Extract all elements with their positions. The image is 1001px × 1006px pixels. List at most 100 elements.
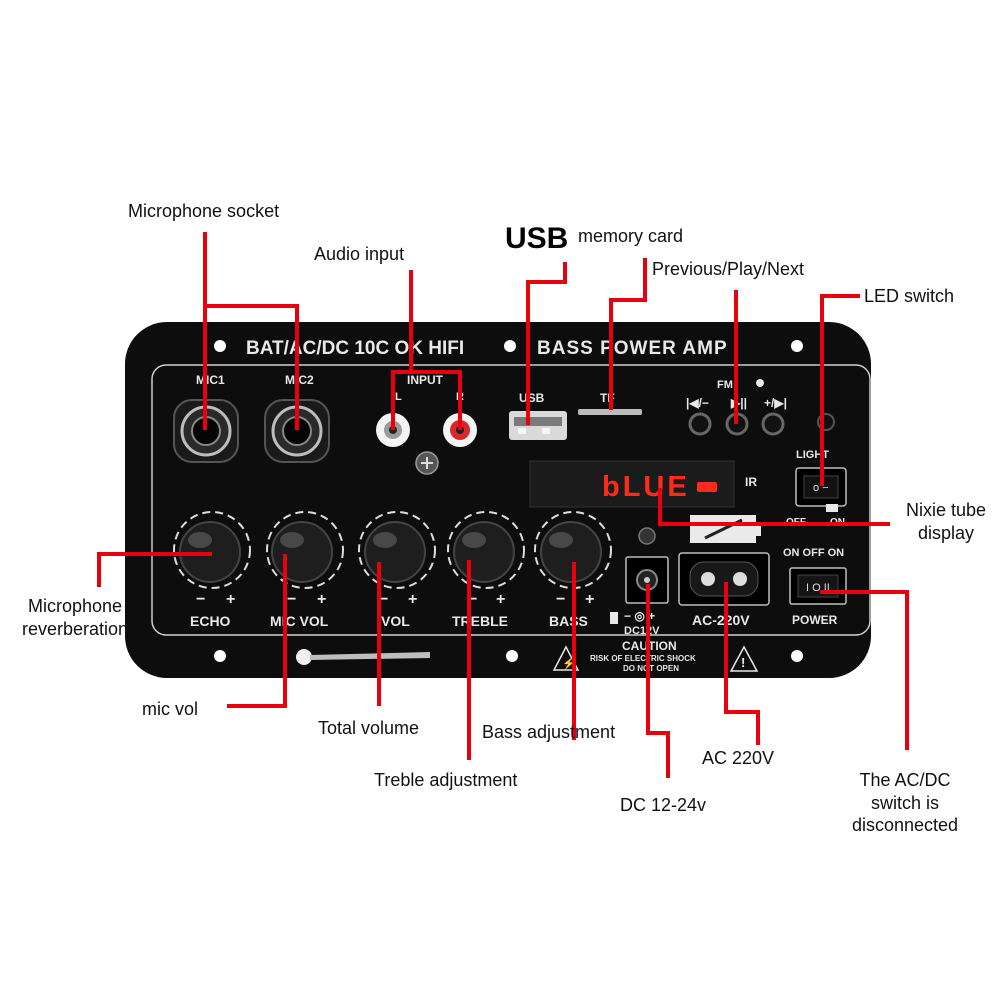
leader-mic-vol bbox=[227, 554, 287, 708]
battery-indicator-icon bbox=[697, 482, 717, 492]
callout-led-switch: LED switch bbox=[864, 286, 955, 306]
callout-mic-reverb: Microphone reverberation bbox=[10, 595, 140, 640]
svg-text:!: ! bbox=[741, 655, 745, 670]
bass-label: BASS bbox=[549, 613, 588, 629]
leader-acdc bbox=[820, 590, 909, 750]
dc-small-screw-icon bbox=[638, 527, 656, 545]
mic1-socket[interactable] bbox=[173, 399, 239, 463]
screw-hole-icon bbox=[506, 650, 518, 662]
play-pause-button-icon: ▶|| bbox=[730, 396, 747, 410]
callout-prev-play-next: Previous/Play/Next bbox=[652, 259, 805, 279]
mode-battery-icon bbox=[826, 504, 838, 512]
callout-usb: USB bbox=[505, 222, 569, 255]
nixie-display-text: bLUE bbox=[602, 471, 690, 503]
caution-subtext-2: DO NOT OPEN bbox=[623, 664, 679, 673]
screw-hole-icon bbox=[791, 340, 803, 352]
mode-switch-graphic bbox=[690, 515, 761, 543]
callout-mic-vol: mic vol bbox=[142, 699, 199, 719]
echo-label: ECHO bbox=[190, 613, 231, 629]
usb-port[interactable] bbox=[509, 411, 567, 440]
callout-acdc-line2: switch is bbox=[870, 792, 939, 813]
callout-microphone-socket: Microphone socket bbox=[128, 201, 280, 221]
caution-subtext-1: RISK OF ELECTRIC SHOCK bbox=[590, 654, 696, 663]
echo-minus: − bbox=[196, 591, 205, 608]
treble-label: TREBLE bbox=[452, 613, 508, 629]
leader-dc bbox=[646, 584, 670, 778]
callout-ac: AC 220V bbox=[702, 748, 775, 768]
panel-title-2: BASS POWER AMP bbox=[537, 338, 728, 359]
leader-lines bbox=[97, 232, 909, 778]
usb-port-label: USB bbox=[519, 391, 545, 405]
dc-polarity-icon: − ◎ + bbox=[624, 609, 655, 623]
panel-inner-border bbox=[151, 364, 871, 636]
callout-mic-reverb-line2: reverberation bbox=[21, 618, 129, 639]
echo-plus: + bbox=[226, 591, 235, 608]
bass-plus: + bbox=[585, 591, 594, 608]
light-label: LIGHT bbox=[796, 449, 829, 461]
callout-acdc-line1: The AC/DC bbox=[859, 770, 951, 790]
ac220v-label: AC-220V bbox=[692, 612, 750, 628]
screw-hole-icon bbox=[214, 340, 226, 352]
vol-knob[interactable] bbox=[358, 511, 436, 589]
input-label: INPUT bbox=[407, 373, 444, 387]
mic-vol-label: MIC VOL bbox=[270, 613, 329, 629]
mic-vol-minus: − bbox=[287, 591, 296, 608]
bass-minus: − bbox=[556, 591, 565, 608]
prev-button-icon: |◀/− bbox=[686, 396, 709, 410]
callout-audio-input: Audio input bbox=[314, 244, 405, 264]
leader-audio-l bbox=[391, 270, 413, 430]
callout-treble-adjustment: Treble adjustment bbox=[374, 770, 518, 790]
svg-text:o −: o − bbox=[813, 482, 829, 494]
next-button[interactable] bbox=[761, 412, 785, 436]
callout-dc: DC 12-24v bbox=[620, 795, 707, 815]
leader-led-switch bbox=[820, 294, 860, 486]
leader-echo bbox=[97, 552, 212, 587]
dc-power-jack[interactable] bbox=[625, 556, 669, 604]
fm-indicator-icon bbox=[756, 379, 764, 387]
callout-acdc-switch: The AC/DC switch is disconnected bbox=[835, 769, 975, 837]
prev-button[interactable] bbox=[688, 412, 712, 436]
decorative-swoosh bbox=[296, 649, 430, 665]
treble-plus: + bbox=[496, 591, 505, 608]
tf-card-slot[interactable] bbox=[578, 409, 642, 415]
led-light-switch[interactable]: o − bbox=[795, 467, 847, 507]
power-label: POWER bbox=[792, 613, 838, 627]
power-switch[interactable]: I O II bbox=[789, 567, 847, 605]
callout-nixie-display: Nixie tube display bbox=[896, 499, 996, 544]
leader-memory-card bbox=[609, 258, 647, 410]
callout-mic-reverb-line1: Microphone bbox=[27, 596, 123, 616]
panel-title: BAT/AC/DC 10C OK HIFI bbox=[246, 338, 464, 359]
leader-audio-r bbox=[411, 370, 462, 430]
screw-hole-icon bbox=[504, 340, 516, 352]
leader-mic2 bbox=[205, 304, 299, 430]
input-l-label: L bbox=[395, 391, 402, 403]
vol-label: VOL bbox=[381, 613, 410, 629]
screw-hole-icon bbox=[214, 650, 226, 662]
fm-label: FM bbox=[717, 379, 733, 391]
warning-triangle-icon: ! bbox=[729, 645, 759, 672]
dc12v-label: DC12V bbox=[624, 625, 660, 637]
callout-bass-adjustment: Bass adjustment bbox=[482, 722, 616, 742]
mic1-label: MIC1 bbox=[196, 373, 225, 387]
ac-power-socket[interactable] bbox=[678, 552, 770, 606]
vol-minus: − bbox=[379, 591, 388, 608]
callout-memory-card: memory card bbox=[578, 226, 684, 246]
screw-hole-icon bbox=[791, 650, 803, 662]
mic2-label: MIC2 bbox=[285, 373, 314, 387]
callout-acdc-line3: disconnected bbox=[851, 815, 959, 835]
vol-plus: + bbox=[408, 591, 417, 608]
on-off-on-label: ON OFF ON bbox=[783, 547, 844, 559]
leader-nixie-display bbox=[658, 488, 890, 526]
callout-nixie-line2: display bbox=[917, 522, 975, 543]
next-button-icon: +/▶| bbox=[764, 396, 787, 410]
ground-screw-icon bbox=[415, 451, 439, 475]
leader-ac bbox=[724, 582, 760, 745]
leader-usb bbox=[526, 262, 567, 425]
ir-label: IR bbox=[745, 475, 757, 489]
mic-vol-plus: + bbox=[317, 591, 326, 608]
dc-battery-icon bbox=[610, 612, 618, 624]
callout-total-volume: Total volume bbox=[318, 718, 420, 738]
treble-minus: − bbox=[468, 591, 477, 608]
